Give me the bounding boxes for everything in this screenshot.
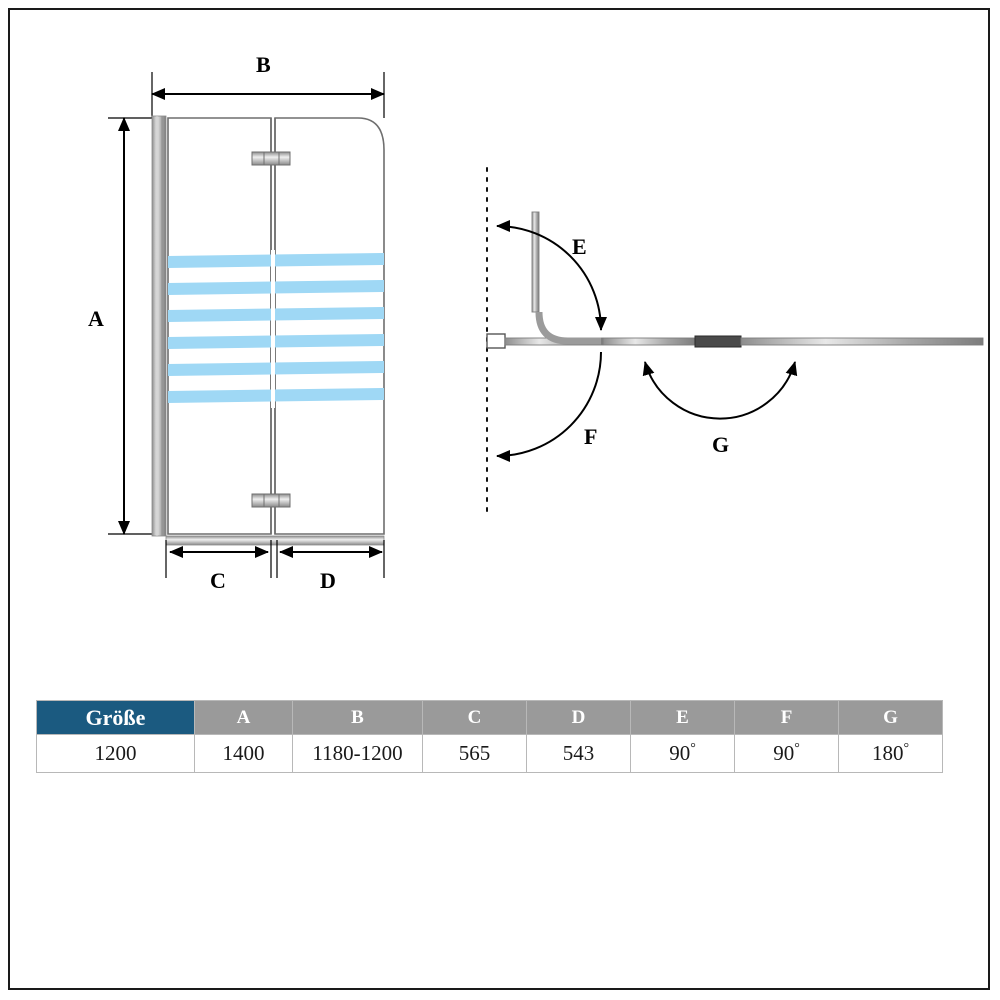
cell-d: 543 <box>526 734 631 773</box>
cell-f: 90° <box>734 734 839 773</box>
dimension-label-c: C <box>210 568 226 593</box>
cell-g: 180° <box>838 734 943 773</box>
table-header-e: E <box>630 700 735 735</box>
size-specification-table: Größe A B C D E F G 1200 1400 1180-1200 … <box>36 700 943 773</box>
cell-f-value: 90 <box>773 741 795 765</box>
cell-g-value: 180 <box>871 741 904 765</box>
table-row: 1200 1400 1180-1200 565 543 90° 90° 180° <box>36 734 943 773</box>
dimension-label-e: E <box>572 234 587 259</box>
cell-b: 1180-1200 <box>292 734 423 773</box>
table-header-b: B <box>292 700 423 735</box>
cell-g-unit: ° <box>903 741 910 756</box>
cell-e-unit: ° <box>690 741 696 756</box>
glass-stripes <box>168 250 384 408</box>
cell-size: 1200 <box>36 734 195 773</box>
page-border <box>8 8 990 990</box>
cell-f-unit: ° <box>794 741 800 756</box>
top-view-group <box>486 167 984 513</box>
cell-e-value: 90 <box>669 741 691 765</box>
cell-c: 565 <box>422 734 527 773</box>
cell-a: 1400 <box>194 734 293 773</box>
hinge-top <box>251 151 291 166</box>
hinge-bottom <box>251 493 291 508</box>
front-view-group <box>108 72 385 578</box>
dimension-label-g: G <box>712 432 730 457</box>
table-header-c: C <box>422 700 527 735</box>
dimension-label-b: B <box>256 52 271 77</box>
table-header-row: Größe A B C D E F G <box>36 700 943 735</box>
table-header-a: A <box>194 700 293 735</box>
table-header-g: G <box>838 700 943 735</box>
table-header-f: F <box>734 700 839 735</box>
table-header-d: D <box>526 700 631 735</box>
table-header-size: Größe <box>36 700 195 735</box>
cell-e: 90° <box>630 734 735 773</box>
dimension-label-a: A <box>88 306 104 331</box>
dimension-label-d: D <box>320 568 336 593</box>
dimension-label-f: F <box>584 424 598 449</box>
